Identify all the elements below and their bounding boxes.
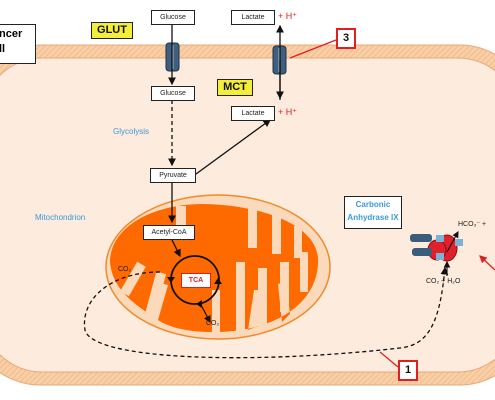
callout-line-3: [289, 39, 337, 59]
cell-type-label-line2: ll: [0, 43, 6, 55]
co2-bottom-label: CO₂: [206, 320, 220, 327]
glut-label: GLUT: [91, 22, 133, 39]
mct-label: MCT: [217, 79, 253, 96]
carbonic-anhydrase-enzyme: [410, 234, 463, 262]
cell-type-label: ncer ll: [0, 24, 36, 64]
callout-1: 1: [398, 360, 418, 381]
cristae: [120, 206, 308, 332]
proton-extracellular: + H⁺: [278, 11, 298, 21]
co2-h2o-label: CO₂ + H₂O: [426, 278, 461, 285]
co2-diffusion-path: [83, 266, 449, 359]
hco3-label: HCO₃⁻ +: [458, 221, 487, 228]
lactate-extracellular-box: Lactate: [231, 10, 275, 25]
carbonic-anhydrase-line1: Carbonic: [355, 200, 391, 209]
callout-3: 3: [336, 28, 356, 49]
callout-arrow-2: [479, 255, 495, 271]
cell-type-label-line1: ncer: [0, 28, 23, 40]
arrow-pyruvate-lactate: [195, 119, 272, 175]
mitochondrion-label: Mitochondrion: [35, 213, 86, 222]
proton-intracellular: + H⁺: [278, 107, 298, 117]
carbonic-anhydrase-label: Carbonic Anhydrase IX: [344, 196, 402, 229]
arrow-acetylcoa-tca: [171, 239, 181, 258]
acetyl-coa-box: Acetyl-CoA: [143, 225, 195, 240]
callout-line-1: [379, 351, 399, 368]
lactate-intracellular-box: Lactate: [231, 106, 275, 121]
glucose-intracellular-box: Glucose: [151, 86, 195, 101]
glycolysis-label: Glycolysis: [113, 127, 150, 136]
tca-box: TCA: [181, 273, 211, 288]
pyruvate-box: Pyruvate: [150, 168, 196, 183]
glucose-extracellular-box: Glucose: [151, 10, 195, 25]
carbonic-anhydrase-line2: Anhydrase IX: [347, 213, 399, 222]
co2-tca-label: CO₂: [118, 266, 132, 273]
